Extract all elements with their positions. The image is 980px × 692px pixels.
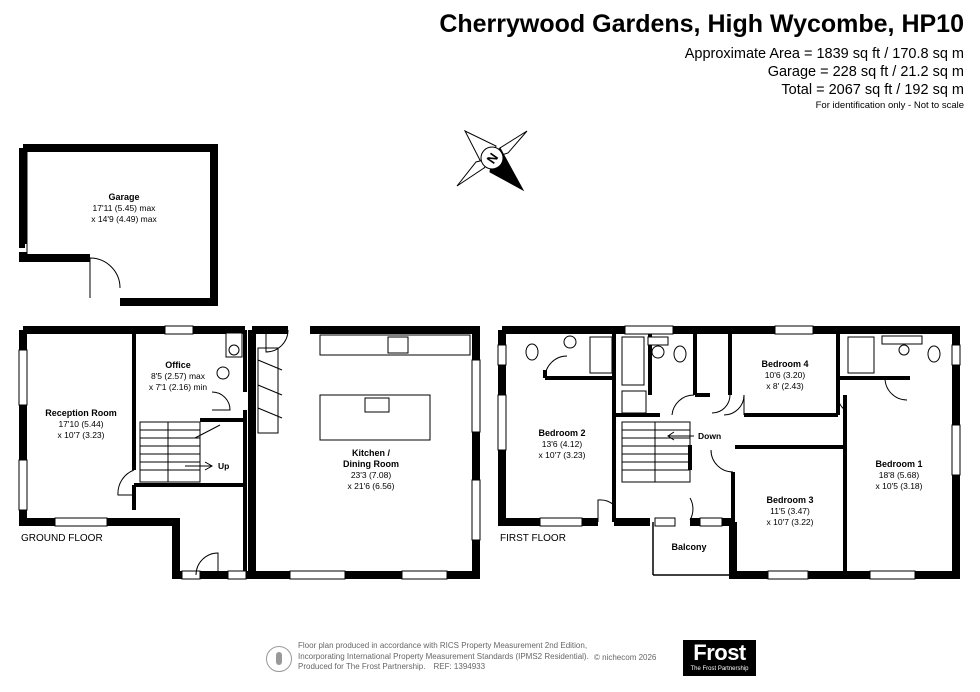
compass-icon: N (456, 129, 528, 192)
stairs-up-label: Up (218, 461, 230, 471)
room-reception: Reception Room 17'10 (5.44) x 10'7 (3.23… (45, 408, 117, 440)
room-office: Office 8'5 (2.57) max x 7'1 (2.16) min (148, 360, 208, 392)
garage-outline (19, 144, 218, 306)
first-floor-internal (543, 330, 910, 575)
room-balcony: Balcony (671, 542, 707, 552)
copyright: © nichecom 2026 (594, 653, 657, 662)
room-bedroom2: Bedroom 2 13'6 (4.12) x 10'7 (3.23) (538, 428, 586, 460)
room-garage: Garage 17'11 (5.45) max x 14'9 (4.49) ma… (91, 192, 157, 224)
room-bedroom3: Bedroom 3 11'5 (3.47) x 10'7 (3.22) (766, 495, 814, 527)
first-floor-label: FIRST FLOOR (500, 533, 566, 544)
room-bedroom1: Bedroom 1 18'8 (5.68) x 10'5 (3.18) (875, 459, 923, 491)
area-approx: Approximate Area = 1839 sq ft / 170.8 sq… (684, 46, 964, 62)
room-bedroom4: Bedroom 4 10'6 (3.20) x 8' (2.43) (761, 359, 809, 391)
area-total: Total = 2067 sq ft / 192 sq m (781, 82, 964, 98)
header-title: Cherrywood Gardens, High Wycombe, HP10 (439, 10, 964, 38)
ground-floor-internal (132, 330, 247, 575)
area-garage: Garage = 228 sq ft / 21.2 sq m (767, 64, 964, 80)
footer-text: Floor plan produced in accordance with R… (298, 641, 589, 671)
stairs-down-label: Down (698, 431, 722, 441)
room-kitchen: Kitchen / Dining Room 23'3 (7.08) x 21'6… (343, 448, 399, 491)
rics-icon (266, 646, 292, 672)
frost-logo: Frost The Frost Partnership (683, 640, 756, 676)
ground-floor-label: GROUND FLOOR (21, 533, 103, 544)
scale-note: For identification only - Not to scale (815, 100, 964, 111)
